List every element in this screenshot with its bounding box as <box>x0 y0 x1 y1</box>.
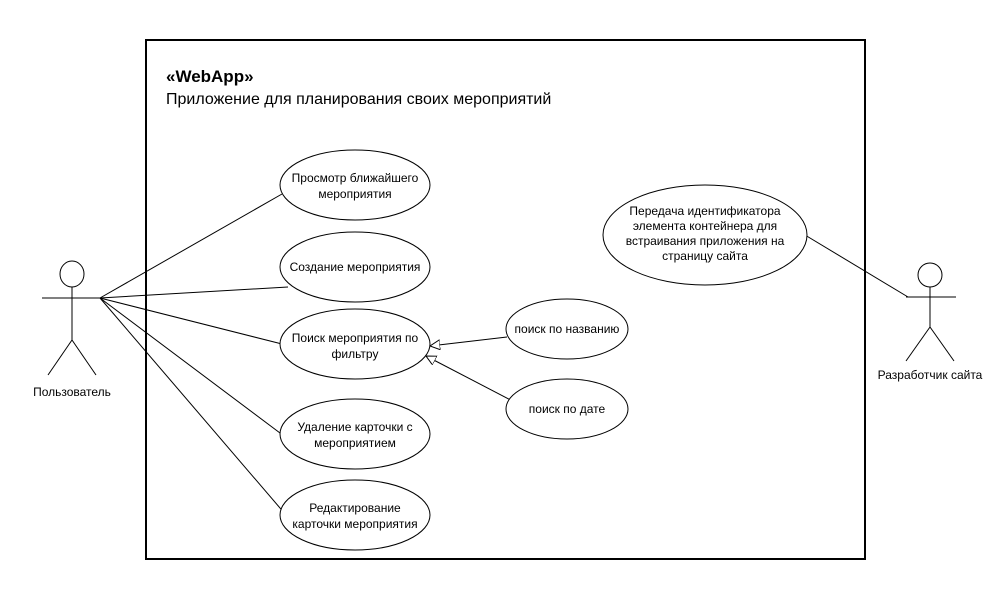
usecase-embed-id-line1: Передача идентификатора <box>629 204 780 218</box>
usecase-view-nearest: Просмотр ближайшего мероприятия <box>279 149 431 221</box>
user-associations <box>99 193 289 516</box>
system-stereotype: «WebApp» <box>166 67 254 86</box>
usecase-edit-card: Редактирование карточки мероприятия <box>279 479 431 551</box>
usecase-view-nearest-line1: Просмотр ближайшего <box>292 171 419 185</box>
usecase-create-line1: Создание мероприятия <box>290 260 421 274</box>
actor-user-label: Пользователь <box>33 385 111 399</box>
stick-figure-icon <box>905 262 956 362</box>
usecase-search-date-line1: поиск по дате <box>529 402 606 416</box>
actor-user: Пользователь <box>33 260 111 399</box>
usecase-search-name: поиск по названию <box>505 298 629 360</box>
system-name: Приложение для планирования своих меропр… <box>166 91 551 108</box>
usecase-search-filter: Поиск мероприятия по фильтру <box>279 308 431 380</box>
usecase-search-filter-line1: Поиск мероприятия по <box>292 331 419 345</box>
assoc-user-edit-card <box>99 297 287 516</box>
usecase-search-filter-line2: фильтру <box>332 347 379 361</box>
assoc-user-delete-card <box>99 297 285 437</box>
usecase-embed-id-line4: страницу сайта <box>662 249 748 263</box>
usecase-delete-card-line1: Удаление карточки с <box>297 420 412 434</box>
actor-developer: Разработчик сайта <box>878 262 983 382</box>
usecase-edit-card-line1: Редактирование <box>309 501 401 515</box>
usecase-embed-id-line2: элемента контейнера для <box>633 219 777 233</box>
actor-developer-label: Разработчик сайта <box>878 368 983 382</box>
assoc-user-view-nearest <box>99 193 283 299</box>
usecase-delete-card: Удаление карточки с мероприятием <box>279 398 431 470</box>
usecase-view-nearest-line2: мероприятия <box>318 187 391 201</box>
usecase-embed-id-line3: встраивания приложения на <box>626 234 785 248</box>
usecase-search-name-line1: поиск по названию <box>515 322 620 336</box>
stick-figure-icon <box>42 260 102 376</box>
usecase-delete-card-line2: мероприятием <box>314 436 396 450</box>
usecase-embed-id: Передача идентификатора элемента контейн… <box>602 184 808 286</box>
system-boundary <box>145 39 866 560</box>
gen-search-name <box>430 336 508 346</box>
usecase-search-date: поиск по дате <box>505 378 629 440</box>
assoc-user-create <box>99 286 289 299</box>
assoc-developer-embed-id <box>804 234 909 298</box>
assoc-user-search-filter <box>99 297 283 345</box>
usecase-create: Создание мероприятия <box>279 231 431 303</box>
usecase-edit-card-line2: карточки мероприятия <box>292 517 417 531</box>
